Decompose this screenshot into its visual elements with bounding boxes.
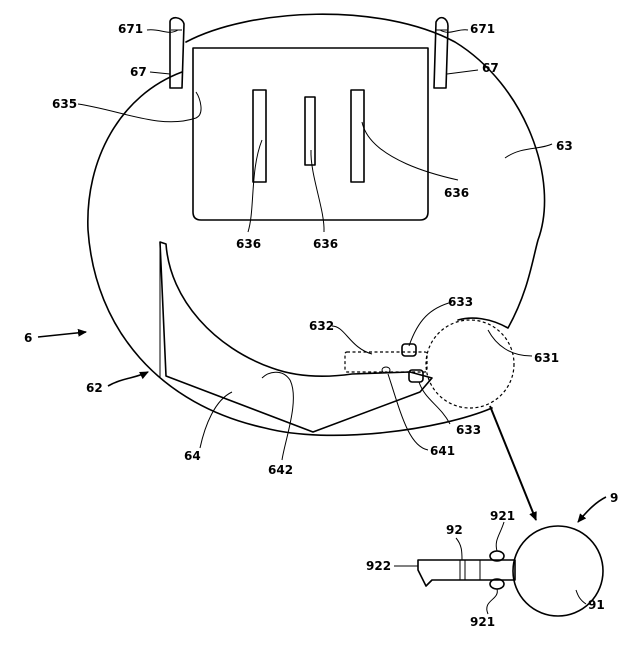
pivot-circle [426, 320, 514, 408]
slot-middle [305, 97, 315, 165]
label-636-right: 636 [444, 186, 469, 200]
label-67-left: 67 [130, 65, 147, 79]
label-641: 641 [430, 444, 455, 458]
label-64: 64 [184, 449, 201, 463]
arrow-62 [108, 372, 148, 386]
arrow-6 [38, 332, 86, 337]
leader-92 [456, 538, 462, 560]
leader-641 [388, 374, 428, 450]
leader-636-right [362, 122, 458, 180]
blade [160, 242, 432, 432]
label-636-a: 636 [236, 237, 261, 251]
label-63: 63 [556, 139, 573, 153]
leader-67-right [447, 70, 478, 74]
label-6: 6 [24, 331, 32, 345]
leader-91 [576, 590, 586, 604]
label-921-top: 921 [490, 509, 515, 523]
label-9: 9 [610, 491, 618, 505]
shaft-92 [418, 560, 515, 586]
clip-left [170, 18, 184, 88]
label-671-left: 671 [118, 22, 143, 36]
label-633-bottom: 633 [456, 423, 481, 437]
label-642: 642 [268, 463, 293, 477]
leader-631 [488, 330, 532, 356]
label-922: 922 [366, 559, 391, 573]
housing-outline [88, 14, 545, 435]
label-91: 91 [588, 598, 605, 612]
leader-642 [262, 372, 293, 460]
arrow-9 [578, 497, 606, 522]
leader-921-top [496, 522, 504, 551]
leader-64 [200, 392, 232, 448]
label-635: 635 [52, 97, 77, 111]
label-632: 632 [309, 319, 334, 333]
detail-arrow [490, 406, 536, 520]
label-671-right: 671 [470, 22, 495, 36]
label-631: 631 [534, 351, 559, 365]
clip-right [434, 18, 448, 88]
label-62: 62 [86, 381, 103, 395]
leader-636-a [248, 140, 262, 232]
slot-right [351, 90, 364, 182]
leader-632 [332, 326, 372, 354]
leader-63 [505, 144, 552, 158]
label-921-bottom: 921 [470, 615, 495, 629]
label-633-top: 633 [448, 295, 473, 309]
label-636-b: 636 [313, 237, 338, 251]
window-panel [193, 48, 428, 220]
leader-921-bottom [487, 589, 498, 614]
leader-633-top [409, 302, 452, 346]
leader-67-left [150, 72, 170, 74]
shaft-divider [460, 560, 480, 580]
label-67-right: 67 [482, 61, 499, 75]
label-92: 92 [446, 523, 463, 537]
